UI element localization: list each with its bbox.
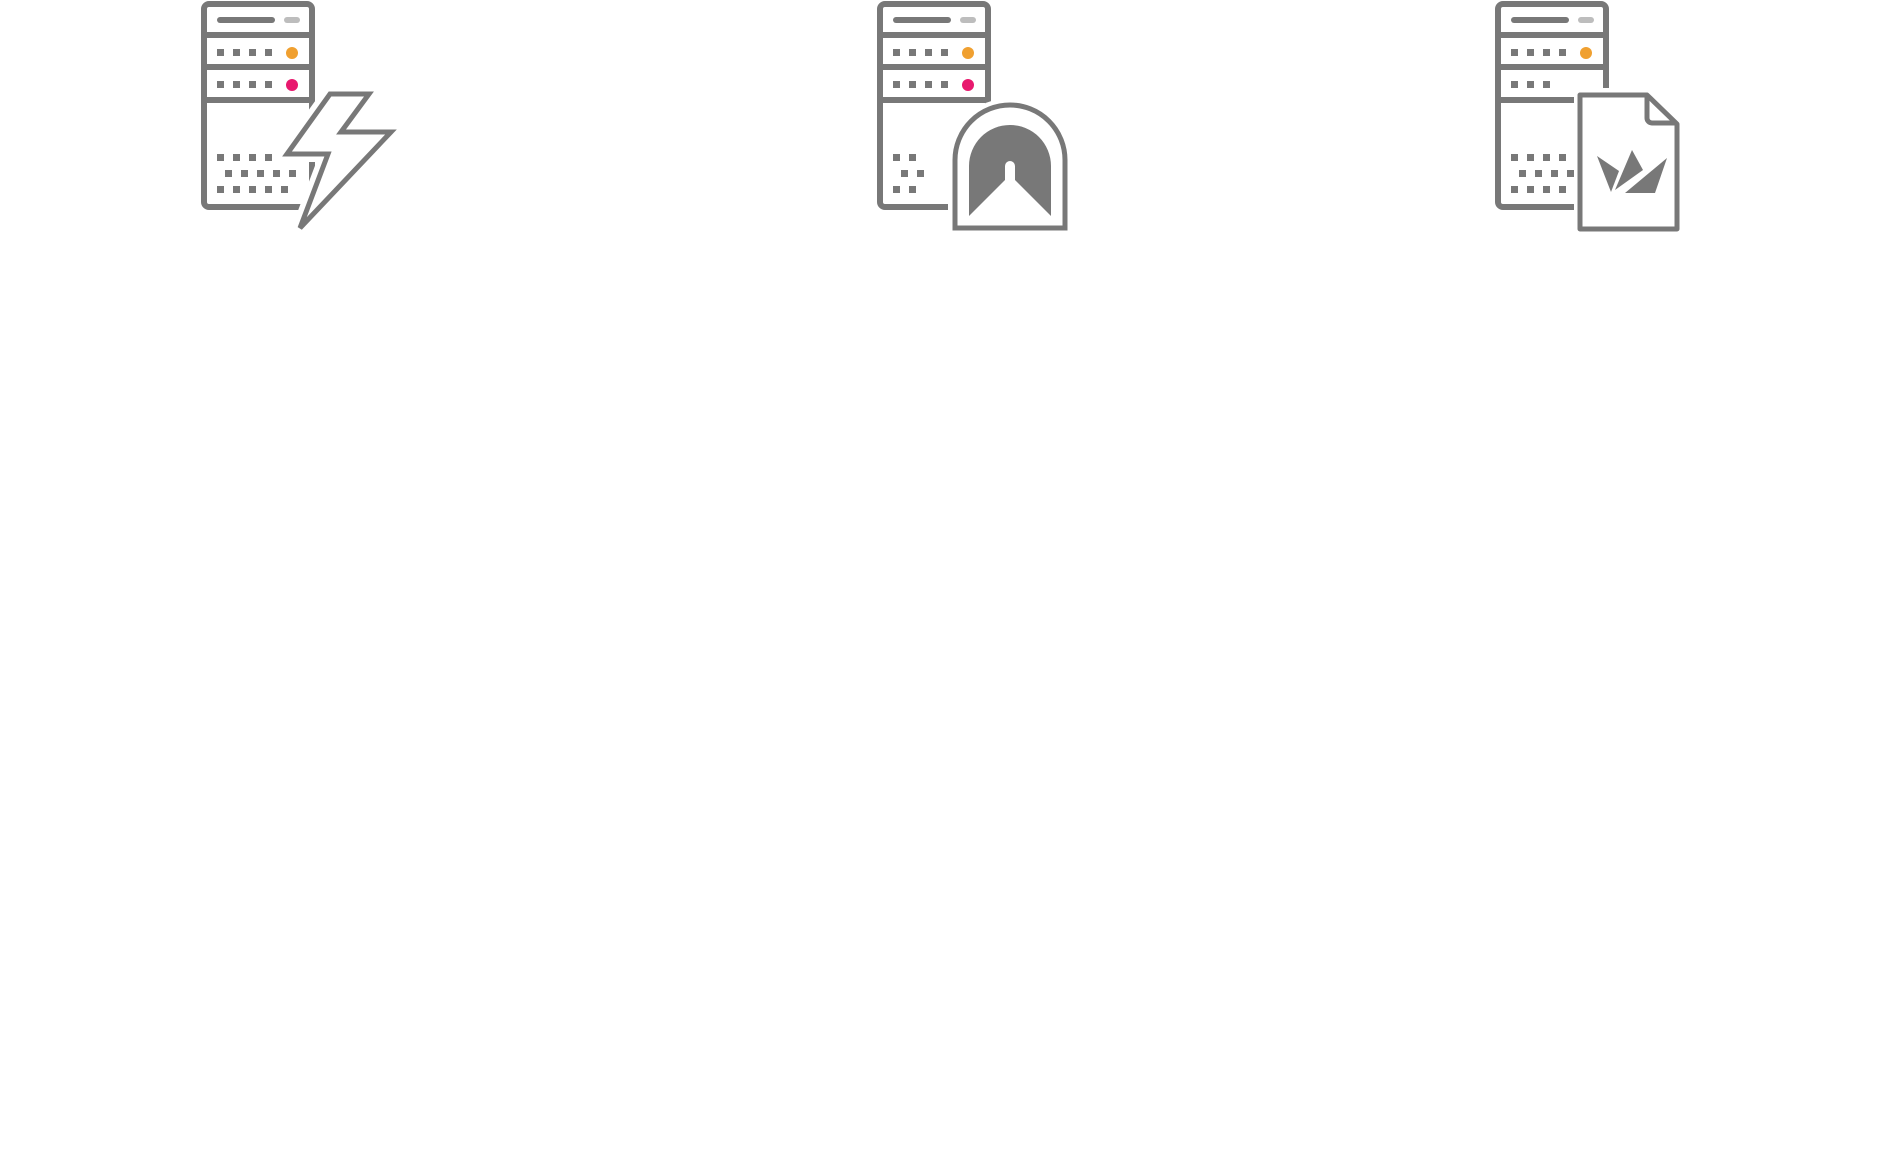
vent-grid <box>217 154 296 193</box>
server-tunnel-icon-graphic <box>877 1 1072 233</box>
status-light-pink <box>962 79 974 91</box>
vent-grid <box>1511 154 1574 193</box>
server-document-icon-graphic <box>1495 1 1683 234</box>
status-light-orange <box>962 47 974 59</box>
server-document-icon <box>1491 0 1701 240</box>
vent-grid <box>893 154 924 193</box>
server-tunnel-icon <box>873 0 1083 240</box>
document-fold-corner <box>1644 95 1677 126</box>
server-power-icon-graphic <box>201 1 407 234</box>
document-logo-icon <box>1597 150 1667 193</box>
server-power-icon <box>197 0 407 240</box>
status-light-orange <box>286 47 298 59</box>
tunnel-icon <box>969 125 1051 216</box>
status-light-pink <box>286 79 298 91</box>
lightning-bolt-icon <box>282 91 397 230</box>
status-light-orange <box>1580 47 1592 59</box>
